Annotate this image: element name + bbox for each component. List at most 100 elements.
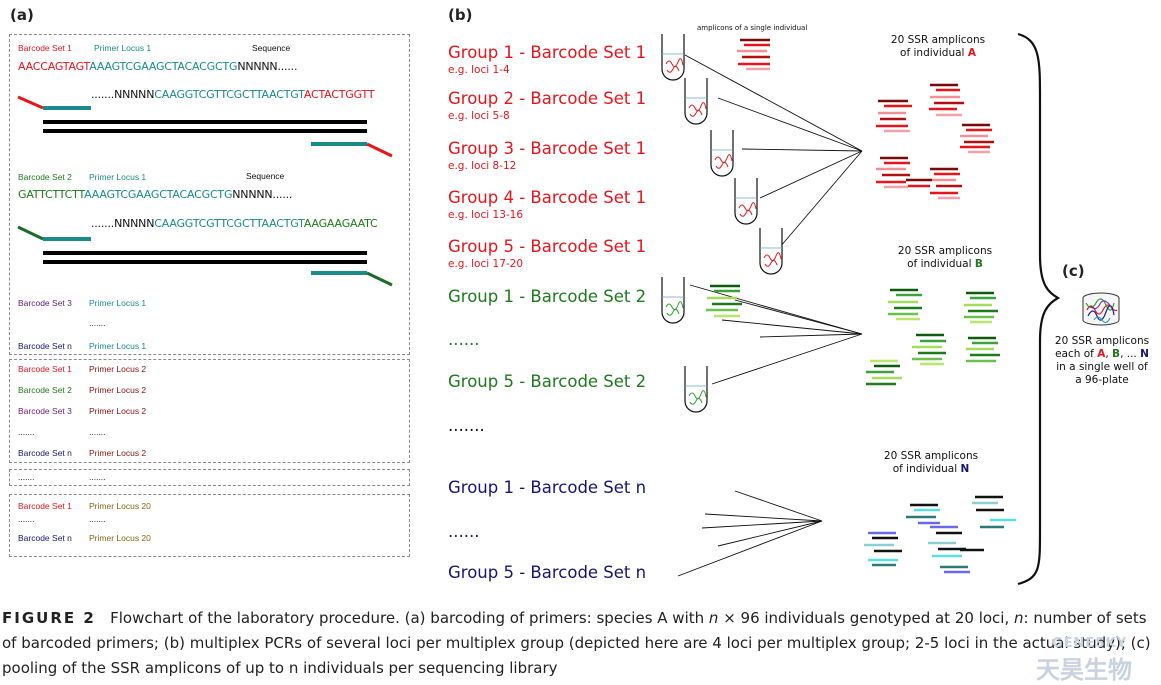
locus20-dots-a: ....... xyxy=(18,514,35,524)
pooling-brace xyxy=(1017,32,1061,586)
set2-rev-barcode: AAGAAGAATC xyxy=(303,217,378,230)
caption-text-3: : number of sets of barcoded primers; (b… xyxy=(2,609,1151,677)
locus1-box xyxy=(9,34,410,355)
locus2-row4-locus: ....... xyxy=(89,427,106,437)
amplicons-n-title: 20 SSR amplicons of individual N xyxy=(871,450,991,476)
group1-set2-label: Group 1 - Barcode Set 2 xyxy=(448,287,647,306)
set2-sequence-label: Sequence xyxy=(246,171,285,181)
amp-n-text: of individual xyxy=(892,463,958,475)
group5-set2-label: Group 5 - Barcode Set 2 xyxy=(448,372,647,391)
group3-set1-loci: e.g. loci 8-12 xyxy=(448,160,517,172)
group1-setn-label: Group 1 - Barcode Set n xyxy=(448,478,647,497)
panel-c-label: (c) xyxy=(1062,262,1085,280)
set2-forward-sequence: GATTCTTCTTAAAGTCGAAGCTACACGCTGNNNNN.....… xyxy=(18,188,292,201)
set1-rev-barcode: ACTACTGGTT xyxy=(303,88,375,101)
setn-barcode-label: Barcode Set n xyxy=(18,341,72,351)
watermark-chinese: 天昊生物 xyxy=(1036,656,1132,684)
locus2-row2-barcode: Barcode Set 2 xyxy=(18,385,72,395)
pool-sep2: , ... xyxy=(1120,348,1137,360)
locus2-row5-locus: Primer Locus 2 xyxy=(89,448,147,458)
set2-rev-primer: CAAGGTCGTTCGCTTAACTGT xyxy=(154,217,304,230)
amplicons-individual-a xyxy=(737,38,994,200)
set2-barcode-label: Barcode Set 2 xyxy=(18,172,72,182)
amp-a-letter: A xyxy=(967,47,976,59)
amp-b-line1: 20 SSR amplicons xyxy=(897,245,993,257)
mid-dots-a: ....... xyxy=(18,472,35,482)
set1-rev-lead: .......NNNNN xyxy=(91,88,155,101)
set-dots: ....... xyxy=(89,318,106,328)
set2-reverse-sequence: .......NNNNNCAAGGTCGTTCGCTTAACTGTAAGAAGA… xyxy=(91,217,378,230)
set1-sequence-label: Sequence xyxy=(252,43,291,53)
set2-locus-label: Primer Locus 1 xyxy=(89,172,147,182)
locus2-row3-locus: Primer Locus 2 xyxy=(89,406,147,416)
amp-a-text: of individual xyxy=(900,47,965,59)
figure-number: FIGURE 2 xyxy=(2,609,96,627)
middle-dots: ....... xyxy=(448,416,485,435)
group1-set1-loci: e.g. loci 1-4 xyxy=(448,64,510,76)
set1-reverse-sequence: .......NNNNNCAAGGTCGTTCGCTTAACTGTACTACTG… xyxy=(91,88,375,101)
pcr-tube xyxy=(684,366,708,413)
locus2-box xyxy=(9,359,410,463)
pool-sep1: , xyxy=(1105,348,1109,360)
fan-lines-a xyxy=(684,54,863,248)
set1-forward-sequence: AACCAGTAGTAAAGTCGAAGCTACACGCTGNNNNN.....… xyxy=(18,60,297,73)
amplicons-individual-b xyxy=(706,284,1000,386)
fan-lines-b xyxy=(689,284,863,385)
locus20-box xyxy=(9,494,410,557)
amp-b-line2: of individual B xyxy=(885,258,1005,271)
group2-set1-label: Group 2 - Barcode Set 1 xyxy=(448,89,647,108)
pool-letter-b: B xyxy=(1112,348,1121,360)
amplicons-individual-n xyxy=(864,495,1016,574)
caption-n1: n xyxy=(708,609,719,627)
locus20-rown-barcode: Barcode Set n xyxy=(18,533,72,543)
pcr-tube xyxy=(734,178,758,225)
pool-prefix: each of xyxy=(1055,348,1094,360)
locus2-row3-barcode: Barcode Set 3 xyxy=(18,406,72,416)
primer-diagram-set2 xyxy=(17,225,393,287)
amp-n-line1: 20 SSR amplicons xyxy=(883,450,979,462)
amp-n-letter: N xyxy=(960,463,970,475)
group2-set1-loci: e.g. loci 5-8 xyxy=(448,110,510,122)
set1-fwd-barcode: AACCAGTAGT xyxy=(18,60,90,73)
caption-n2: n xyxy=(1013,609,1024,627)
primer-diagram-set1 xyxy=(17,95,393,158)
pcr-tube xyxy=(661,277,685,324)
amp-b-text: of individual xyxy=(907,258,972,270)
pool-line1: 20 SSR amplicons xyxy=(1054,335,1150,347)
pool-letter-n: N xyxy=(1140,348,1149,360)
pcr-tubes xyxy=(661,34,783,413)
group5-setn-label: Group 5 - Barcode Set n xyxy=(448,563,647,582)
pcr-tube xyxy=(710,130,734,177)
watermark-brand: GENESKY xyxy=(1052,636,1128,651)
amplicons-a-title: 20 SSR amplicons of individual A xyxy=(878,34,998,60)
pcr-tube xyxy=(661,34,685,81)
locus2-row1-locus: Primer Locus 2 xyxy=(89,364,147,374)
locus2-row2-locus: Primer Locus 2 xyxy=(89,385,147,395)
locus20-row1-barcode: Barcode Set 1 xyxy=(18,501,72,511)
amp-a-line2: of individual A xyxy=(878,47,998,60)
group4-set1-loci: e.g. loci 13-16 xyxy=(448,209,524,221)
setn-dots: ...... xyxy=(448,522,480,541)
pool-line4: a 96-plate xyxy=(1075,374,1129,386)
panel-b-label: (b) xyxy=(448,6,473,24)
fan-lines-n xyxy=(677,490,823,577)
set3-locus-label: Primer Locus 1 xyxy=(89,298,147,308)
amp-a-line1: 20 SSR amplicons xyxy=(890,34,986,46)
pooled-well-icon xyxy=(1082,292,1120,326)
group1-set1-label: Group 1 - Barcode Set 1 xyxy=(448,43,647,62)
set2-fwd-tail: NNNNN...... xyxy=(232,188,293,201)
set3-barcode-label: Barcode Set 3 xyxy=(18,298,72,308)
amplicon-clusters xyxy=(706,38,1016,574)
set1-fwd-primer: AAAGTCGAAGCTACACGCTG xyxy=(89,60,238,73)
setn-locus-label: Primer Locus 1 xyxy=(89,341,147,351)
locus20-rown-locus: Primer Locus 20 xyxy=(89,533,151,543)
group4-set1-label: Group 4 - Barcode Set 1 xyxy=(448,188,647,207)
amp-n-line2: of individual N xyxy=(871,463,991,476)
locus20-dots-b: ....... xyxy=(89,514,106,524)
locus2-row1-barcode: Barcode Set 1 xyxy=(18,364,72,374)
amp-b-letter: B xyxy=(974,258,983,270)
group3-set1-label: Group 3 - Barcode Set 1 xyxy=(448,139,647,158)
group5-set1-label: Group 5 - Barcode Set 1 xyxy=(448,237,647,256)
set1-fwd-tail: NNNNN...... xyxy=(237,60,298,73)
